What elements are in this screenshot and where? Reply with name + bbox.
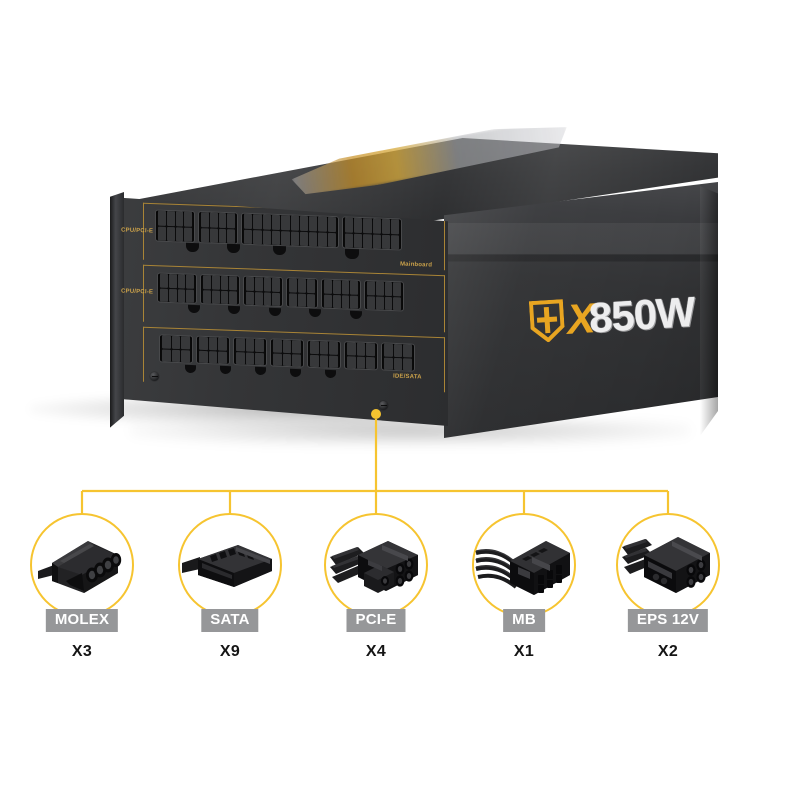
hummer-shield-h-icon xyxy=(528,299,566,343)
connector-qty-pcie: X4 xyxy=(365,643,387,660)
connector-qty-molex: X3 xyxy=(71,643,93,660)
connector-badge-pcie: PCI-E xyxy=(346,609,406,632)
atx-24pin-mainboard-connector-icon xyxy=(472,513,576,617)
connector-qty-sata: X9 xyxy=(219,643,241,660)
panel-screw-right xyxy=(379,401,388,410)
molex-4pin-connector-icon xyxy=(30,513,134,617)
connector-anchor-point xyxy=(371,409,381,419)
connector-badge-sata: SATA xyxy=(201,609,259,632)
psu-brand-mark: X 850W xyxy=(528,288,696,343)
psu-side-rim xyxy=(700,186,718,436)
connector-badge-eps12v: EPS 12V xyxy=(627,609,709,632)
connector-badge-mb: MB xyxy=(503,609,545,632)
sata-power-connector-icon xyxy=(178,513,282,617)
psu-front-left-edge xyxy=(110,192,124,428)
psu-illustration: X 850W xyxy=(30,0,718,446)
connector-qty-mb: X1 xyxy=(513,643,535,660)
psu-side-highlight xyxy=(444,182,718,438)
psu-side-band xyxy=(444,182,718,438)
panel-screw-left xyxy=(150,372,159,381)
connector-badge-molex: MOLEX xyxy=(45,609,119,632)
psu-side-face xyxy=(444,182,718,438)
psu-modular-panel: CPU/PCI-E CPU/PCI-E Mainboard IDE/SATA xyxy=(113,197,448,426)
connector-qty-eps12v: X2 xyxy=(657,643,679,660)
pcie-6plus2pin-connector-icon xyxy=(324,513,428,617)
psu-drop-shadow-secondary xyxy=(130,420,690,446)
eps-8pin-connector-icon xyxy=(616,513,720,617)
